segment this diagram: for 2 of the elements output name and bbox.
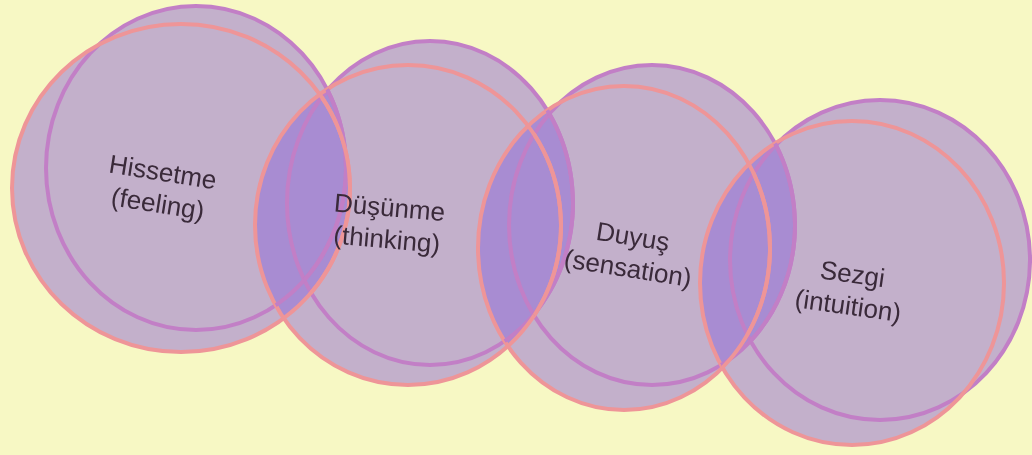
node-label: Hissetme (feeling) xyxy=(110,155,216,225)
node-label: Sezgi (intuition) xyxy=(796,261,900,327)
